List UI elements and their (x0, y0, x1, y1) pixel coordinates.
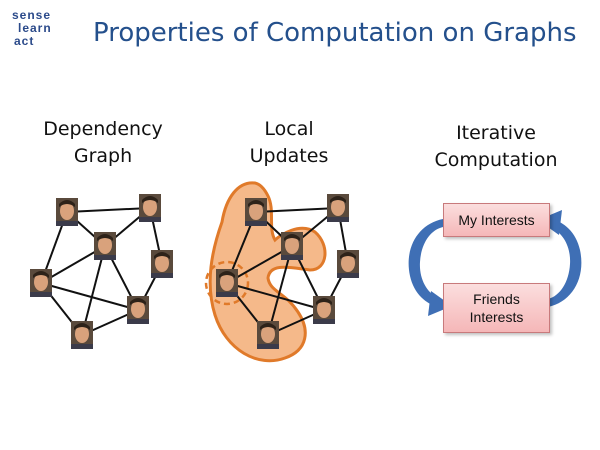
cycle-arrow-right (548, 218, 582, 307)
focus-node-ring (204, 260, 250, 306)
cycle-arrow-right-head (538, 210, 562, 235)
heading-dependency-graph: Dependency Graph (28, 116, 178, 170)
cycle-arrow-left (408, 219, 443, 308)
heading-iterative-computation: Iterative Computation (412, 120, 580, 174)
local-update-highlight (208, 181, 327, 363)
heading-line: Graph (73, 145, 133, 167)
heading-line: Computation (434, 149, 558, 171)
slide-title: Properties of Computation on Graphs (93, 18, 577, 48)
heading-line: Iterative (456, 122, 536, 144)
friends-interests-box: Friends Interests (443, 283, 550, 333)
heading-line: Dependency (43, 118, 163, 140)
heading-line: Updates (249, 145, 329, 167)
box-line: Interests (469, 309, 524, 325)
heading-local-updates: Local Updates (214, 116, 364, 170)
my-interests-box: My Interests (443, 203, 550, 237)
logo-line-learn: learn (18, 21, 52, 35)
box-line: Friends (473, 291, 520, 307)
cycle-arrow-left-head (428, 291, 452, 316)
logo-line-act: act (14, 34, 35, 48)
logo-line-sense: sense (12, 8, 52, 22)
logo: sense learn act (12, 9, 72, 49)
heading-line: Local (264, 118, 314, 140)
